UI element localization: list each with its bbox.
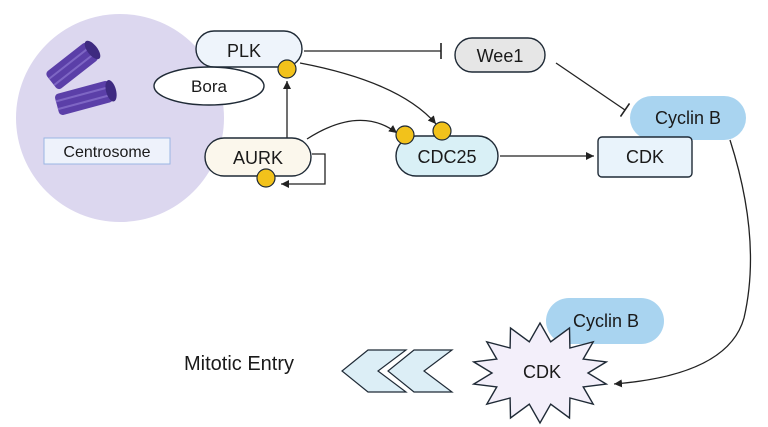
bora-ellipse: [153, 66, 265, 106]
cyclin-b-top-box: [630, 96, 746, 140]
cyclin-b-bottom-box: [546, 298, 664, 344]
cyclin-cdk-complex: Cyclin B CDK: [597, 96, 746, 178]
cdc25-phospho-dot-right: [432, 121, 452, 141]
cdc25-phospho-dot-left: [395, 125, 415, 145]
centrosome-background: [16, 14, 224, 222]
connectors: [281, 43, 752, 388]
plk-phospho-dot: [277, 59, 297, 79]
aurk-phospho-dot: [256, 168, 276, 188]
bora-node: Bora: [153, 66, 265, 106]
plk-node: PLK: [195, 30, 303, 79]
aurk-label: AURK: [233, 148, 283, 168]
centrosome-label-box: [43, 137, 171, 165]
cyclin-b-top-label: Cyclin B: [655, 108, 721, 128]
cdk-top-box: [597, 136, 693, 178]
plk-box: [195, 30, 303, 68]
wee1-box: [454, 37, 546, 73]
cdk-top-label: CDK: [626, 147, 664, 167]
aurk-node: AURK: [204, 137, 312, 188]
aurk-autophosphorylation: [281, 153, 326, 188]
cdc25-label: CDC25: [417, 147, 476, 167]
mitotic-entry-label: Mitotic Entry: [184, 353, 294, 375]
plk-label: PLK: [227, 41, 261, 61]
aurk-activates-cdc25: [306, 119, 398, 140]
wee1-label: Wee1: [477, 46, 524, 66]
chevron-left-icon: [341, 349, 408, 393]
chevron-right-icon: [387, 349, 454, 393]
active-cyclin-cdk-complex: Cyclin B CDK: [471, 298, 664, 425]
centrosome: Centrosome: [16, 14, 224, 222]
plk-activates-cdc25: [299, 62, 437, 125]
cyclin-b-bottom-label: Cyclin B: [573, 311, 639, 331]
mitotic-entry-indicator: Mitotic Entry: [184, 349, 454, 393]
cdk-to-active-cdk: [613, 139, 752, 388]
wee1-node: Wee1: [454, 37, 546, 73]
bora-label: Bora: [191, 77, 227, 96]
cdk-active-starburst: [471, 321, 609, 425]
centrosome-label: Centrosome: [63, 144, 150, 161]
cdk-bottom-label: CDK: [523, 362, 561, 382]
wee1-inhibits-cdk: [555, 62, 631, 118]
cdc25-node: CDC25: [395, 121, 499, 177]
centriole-icon: [46, 40, 117, 115]
